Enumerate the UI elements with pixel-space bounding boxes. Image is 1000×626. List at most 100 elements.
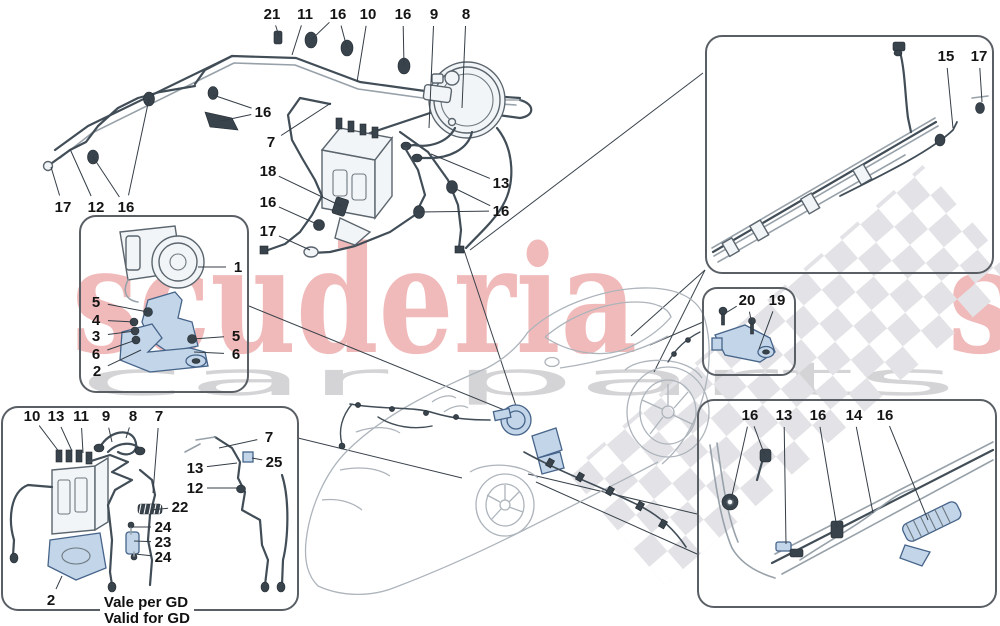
callout-25: 25	[266, 454, 283, 471]
callout-22: 22	[172, 499, 189, 516]
callout-16: 16	[395, 6, 412, 23]
leader-line-22	[150, 507, 169, 511]
callout-6: 6	[92, 346, 100, 363]
leader-line-21	[275, 25, 280, 37]
callout-16: 16	[742, 407, 759, 424]
callout-13: 13	[187, 460, 204, 477]
abs-module	[259, 96, 394, 255]
callout-13: 13	[776, 407, 793, 424]
leader-line-16	[819, 426, 838, 529]
car-sketch	[304, 287, 710, 596]
callout-20: 20	[739, 292, 756, 309]
callout-12: 12	[187, 480, 204, 497]
callout-17: 17	[55, 199, 72, 216]
callout-14: 14	[846, 407, 863, 424]
callout-9: 9	[430, 6, 438, 23]
callout-5: 5	[232, 328, 240, 345]
leader-line-8	[125, 427, 130, 439]
callout-16: 16	[255, 104, 272, 121]
callout-16: 16	[330, 6, 347, 23]
leader-line-6	[107, 339, 137, 351]
caption-line1: Vale per GD	[104, 594, 188, 611]
leader-line-16	[730, 426, 748, 501]
leader-line-12	[69, 148, 92, 197]
spring-22	[137, 503, 163, 515]
leader-line-25	[251, 457, 263, 461]
rear-wheel	[626, 366, 710, 458]
leader-line-16	[128, 98, 150, 196]
callout-9: 9	[102, 408, 110, 425]
leader-line-17	[979, 67, 983, 103]
leader-line-18	[278, 175, 342, 207]
leader-line-17	[50, 166, 61, 196]
checkered-flag-watermark	[567, 164, 1000, 585]
front-wheel	[475, 473, 535, 537]
leader-line-2	[55, 575, 63, 590]
callout-5: 5	[92, 294, 100, 311]
callout-16: 16	[493, 203, 510, 220]
leader-line-20	[748, 311, 753, 325]
caption-line2: Valid for GD	[104, 610, 190, 626]
callout-17: 17	[971, 48, 988, 65]
leader-line-16	[278, 206, 320, 226]
leader-line-16	[220, 114, 252, 122]
leader-line-23	[133, 540, 152, 543]
car-brake-components	[338, 331, 701, 548]
callout-8: 8	[462, 6, 470, 23]
gd-caption: Vale per GD Valid for GD	[100, 594, 194, 626]
leader-line-16	[753, 426, 766, 457]
gd-variant-art	[9, 431, 289, 593]
callout-13: 13	[493, 175, 510, 192]
pump-bracket-art	[119, 225, 209, 373]
callout-13: 13	[48, 408, 65, 425]
leader-line-14	[855, 426, 874, 514]
callout-8: 8	[129, 408, 137, 425]
leader-line-19	[758, 311, 774, 350]
callout-3: 3	[92, 328, 100, 345]
callout-16: 16	[877, 407, 894, 424]
leader-line-20	[723, 305, 737, 315]
leader-line-16	[92, 156, 120, 198]
inset-box-underbody-lines	[697, 399, 997, 608]
leader-line-11	[291, 25, 302, 56]
callout-7: 7	[265, 429, 273, 446]
leader-line-7	[218, 439, 258, 449]
leader-line-13	[430, 153, 491, 179]
leader-line-3	[107, 330, 136, 335]
inset-box-pump-bracket	[79, 215, 249, 393]
leader-line-16	[889, 425, 929, 521]
leader-line-13	[206, 462, 238, 468]
callout-4: 4	[92, 312, 101, 329]
leader-line-6	[193, 351, 225, 354]
brake-booster	[422, 61, 522, 139]
leader-line-17	[278, 235, 311, 251]
leader-line-9	[428, 25, 434, 129]
leader-line-16	[451, 186, 491, 207]
callout-12: 12	[88, 199, 105, 216]
leader-line-5	[107, 303, 149, 313]
callout-6: 6	[232, 346, 240, 363]
callout-11: 11	[73, 408, 89, 425]
leader-line-5	[192, 336, 225, 340]
inset-box-rear-lines	[705, 35, 994, 274]
callout-16: 16	[810, 407, 827, 424]
callout-17: 17	[260, 223, 277, 240]
underbody-lines-art	[709, 441, 995, 579]
callout-16: 16	[118, 199, 135, 216]
leader-line-7	[152, 427, 159, 494]
leader-line-24	[134, 553, 152, 557]
leader-line-16	[418, 210, 490, 213]
callout-16: 16	[260, 194, 277, 211]
callout-18: 18	[260, 163, 277, 180]
sensor-art	[711, 306, 776, 363]
leader-line-10	[356, 25, 367, 83]
callout-11: 11	[297, 6, 313, 23]
callout-24: 24	[155, 549, 172, 566]
callout-7: 7	[267, 134, 275, 151]
leader-line-2	[107, 349, 142, 367]
leader-line-10	[38, 425, 61, 454]
callout-19: 19	[769, 292, 786, 309]
leader-line-7	[280, 102, 332, 136]
